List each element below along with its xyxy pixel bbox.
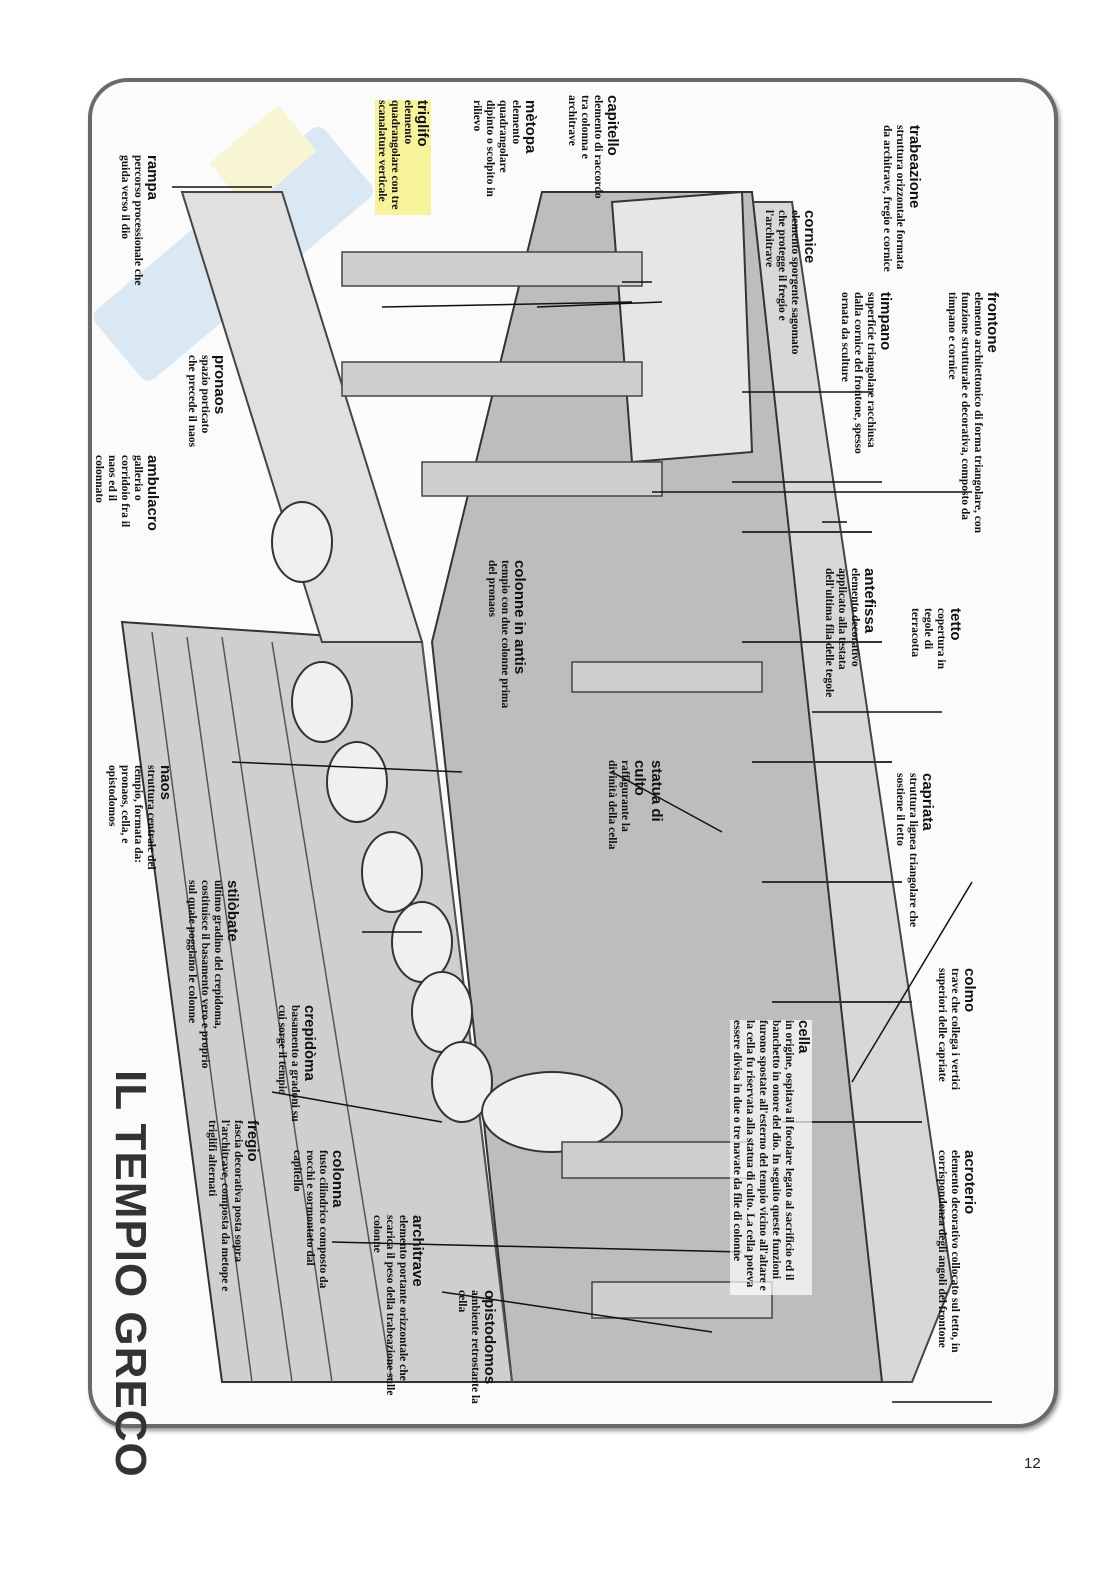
term: mètopa bbox=[522, 100, 539, 154]
term: crepidòma bbox=[301, 1005, 318, 1081]
diagram-title: IL TEMPIO GRECO bbox=[106, 1070, 155, 1478]
term: fregio bbox=[244, 1120, 261, 1162]
term: frontone bbox=[984, 292, 1001, 353]
desc: elemento portante orizzontale che scaric… bbox=[371, 1215, 409, 1396]
desc: tempio con due colonne prima del pronaos bbox=[486, 560, 511, 709]
term: colonna bbox=[329, 1150, 346, 1208]
desc: elemento di raccordo tra colonna e archi… bbox=[566, 95, 604, 199]
term: cella bbox=[795, 1020, 812, 1054]
desc: struttura lignea triangolare che sostien… bbox=[894, 773, 919, 928]
desc: elemento decorativo applicato alla testa… bbox=[823, 568, 861, 698]
pediment bbox=[610, 190, 754, 464]
term: statua di culto bbox=[631, 760, 665, 822]
desc: struttura orizzontale formata da architr… bbox=[881, 125, 906, 272]
desc: elemento architettonico di forma triango… bbox=[946, 292, 984, 534]
desc: copertura in tegole di terracotta bbox=[909, 608, 947, 670]
desc: spazio porticato che precede il naos bbox=[186, 355, 211, 448]
desc: in origine, ospitava il focolare legato … bbox=[731, 1020, 795, 1291]
desc: elemento decorativo collocato sul tetto,… bbox=[936, 1150, 961, 1353]
term: cornice bbox=[801, 210, 818, 264]
desc: ambiente retrostante la cella bbox=[456, 1290, 481, 1404]
term: trabeazione bbox=[906, 125, 923, 209]
term: naos bbox=[157, 765, 174, 801]
term: antefissa bbox=[861, 568, 878, 634]
term: architrave bbox=[409, 1215, 426, 1287]
term: opistodomos bbox=[481, 1290, 498, 1385]
desc: percorso processionale che guida verso i… bbox=[119, 155, 144, 286]
term: rampa bbox=[144, 155, 161, 201]
ramp bbox=[180, 191, 424, 643]
term: capitello bbox=[604, 95, 621, 156]
term: colmo bbox=[961, 968, 978, 1013]
page-number: 12 bbox=[1024, 1455, 1041, 1472]
columns bbox=[271, 501, 623, 1153]
term: stilòbate bbox=[224, 880, 241, 942]
leader-lines bbox=[172, 186, 992, 1403]
desc: elemento sporgente sagomato che protegge… bbox=[763, 210, 801, 355]
desc: fusto cilindrico composto da rocchi e so… bbox=[291, 1150, 329, 1289]
desc: superficie triangolare racchiusa dalla c… bbox=[839, 292, 877, 454]
desc: ultimo gradino del crepidoma, costituisc… bbox=[186, 880, 224, 1069]
term: ambulacro bbox=[144, 455, 161, 531]
desc: elemento quadrangolare con tre scanalatu… bbox=[376, 100, 414, 210]
term: pronaos bbox=[211, 355, 228, 415]
term: triglifo bbox=[414, 100, 431, 147]
desc: raffigurante la divinità della cella bbox=[606, 760, 631, 850]
desc: galleria o corridoio fra il naos ed il c… bbox=[93, 455, 144, 528]
term: acroterio bbox=[961, 1150, 978, 1215]
desc: fascia decorativa posta sopra l'architra… bbox=[206, 1120, 244, 1292]
desc: struttura centrale del tempio, formata d… bbox=[106, 765, 157, 870]
desc: trave che collega i vertici superiori de… bbox=[936, 968, 961, 1090]
term: tetto bbox=[947, 608, 964, 641]
desc: basamento a gradoni su cui sorge il temp… bbox=[276, 1005, 301, 1122]
desc: elemento quadrangolare dipinto o scolpit… bbox=[471, 100, 522, 197]
term: colonne in antis bbox=[511, 560, 528, 675]
term: capriata bbox=[919, 773, 936, 831]
term: timpano bbox=[877, 292, 894, 351]
